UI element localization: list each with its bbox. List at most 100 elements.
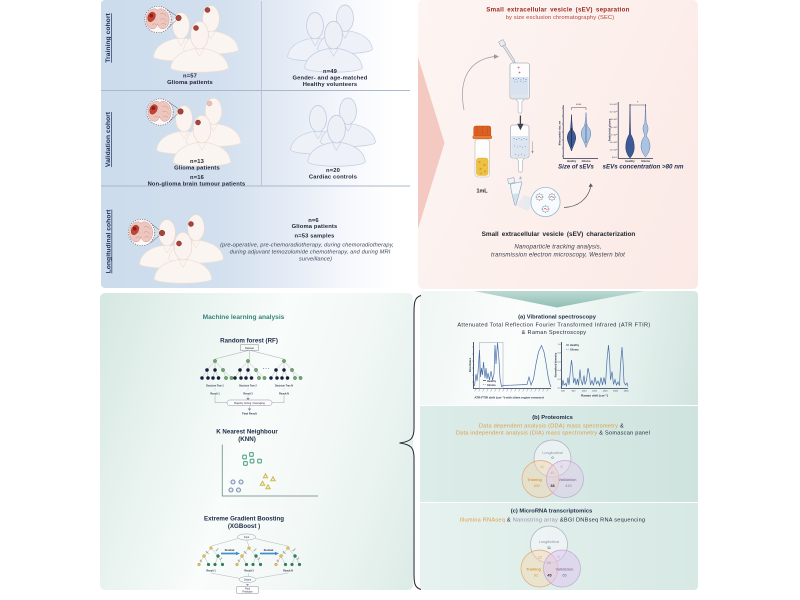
svg-text:1200: 1200 — [592, 391, 598, 393]
svg-text:Non-glioma brain tumour patien: Non-glioma brain tumour patients — [148, 181, 246, 187]
svg-text:(b) Proteomics: (b) Proteomics — [532, 415, 573, 421]
svg-text:xxxx: xxxx — [215, 548, 219, 552]
svg-text:Small extracellular vesicle (s: Small extracellular vesicle (sEV) separa… — [486, 7, 629, 14]
svg-text:Machine learning analysis: Machine learning analysis — [203, 314, 285, 321]
svg-text:Result 1: Result 1 — [210, 393, 220, 396]
svg-text:11: 11 — [547, 546, 551, 550]
svg-text:sEVs concentration >80 nm: sEVs concentration >80 nm — [603, 164, 684, 171]
svg-text:Size of sEVs: Size of sEVs — [558, 165, 594, 171]
svg-text:Training: Training — [527, 478, 542, 482]
svg-text:. . .: . . . — [263, 365, 269, 370]
svg-text:Final Result: Final Result — [242, 412, 257, 416]
svg-text:0: 0 — [551, 456, 553, 460]
svg-text:ATR-FTIR shift (cm⁻¹) with sil: ATR-FTIR shift (cm⁻¹) with silent region… — [474, 396, 544, 400]
svg-text:0.8: 0.8 — [558, 353, 562, 355]
svg-text:Illumina RNAseq & Nanostring a: Illumina RNAseq & Nanostring array &BGI … — [460, 517, 646, 523]
svg-text:n=57: n=57 — [183, 74, 197, 80]
svg-text:Prediction: Prediction — [242, 590, 253, 593]
svg-text:22: 22 — [538, 556, 542, 560]
svg-text:45: 45 — [547, 573, 551, 577]
svg-text:n=13: n=13 — [190, 159, 205, 165]
svg-text:Small extracellular vesicle (s: Small extracellular vesicle (sEV) charac… — [482, 231, 636, 238]
svg-text:xxx: xxx — [220, 557, 223, 560]
svg-text:xxx: xxx — [199, 559, 202, 562]
svg-text:800: 800 — [572, 391, 576, 393]
svg-text:1mL: 1mL — [476, 189, 488, 195]
svg-text:1.6×10¹⁰: 1.6×10¹⁰ — [609, 141, 617, 144]
svg-text:Training: Training — [526, 567, 541, 571]
svg-text:3.0×10¹⁰: 3.0×10¹⁰ — [609, 103, 617, 106]
svg-text:Data independent analysis (DIA: Data independent analysis (DIA) mass spe… — [456, 431, 650, 437]
svg-text:38: 38 — [550, 484, 554, 488]
svg-text:Random forest (RF): Random forest (RF) — [220, 338, 278, 345]
svg-text:11: 11 — [540, 465, 544, 469]
svg-text:Glioma: Glioma — [487, 384, 496, 387]
svg-text:1600: 1600 — [613, 391, 619, 393]
svg-text:n=6: n=6 — [308, 218, 319, 224]
svg-text:1400: 1400 — [603, 391, 609, 393]
svg-text:Dataset: Dataset — [245, 346, 254, 350]
svg-text:0.2: 0.2 — [558, 379, 562, 381]
svg-text:Gender- and age-matched: Gender- and age-matched — [293, 76, 368, 82]
svg-text:0.4: 0.4 — [558, 370, 562, 372]
svg-text:Raman shift (cm⁻¹): Raman shift (cm⁻¹) — [581, 394, 608, 398]
svg-text:xxxx: xxxx — [205, 551, 209, 555]
svg-text:8×10⁹: 8×10⁹ — [612, 156, 618, 159]
svg-text:Validation cohort: Validation cohort — [105, 111, 112, 167]
svg-text:Result 2: Result 2 — [244, 570, 254, 573]
svg-text:Healthy: Healthy — [567, 159, 577, 163]
svg-text:*: * — [637, 101, 639, 105]
svg-text:1800: 1800 — [624, 391, 630, 393]
svg-text:Output: Output — [244, 579, 252, 582]
svg-text:Glioma patients: Glioma patients — [174, 165, 220, 171]
svg-text:(pre-operative, pre-chemoradio: (pre-operative, pre-chemoradiotherapy, d… — [220, 242, 394, 248]
svg-text:2.4×10¹⁰: 2.4×10¹⁰ — [609, 126, 617, 129]
svg-text:0.6: 0.6 — [558, 361, 562, 363]
svg-text:transmission electron microsco: transmission electron microscopy, Wester… — [491, 252, 625, 259]
svg-text:Attenuated Total Reflection Fo: Attenuated Total Reflection Fourier Tran… — [457, 322, 650, 328]
svg-text:n=20: n=20 — [326, 168, 340, 174]
svg-text:Normalized Intensity: Normalized Intensity — [555, 352, 558, 377]
svg-text:Nanoparticle tracking analysis: Nanoparticle tracking analysis, — [514, 244, 601, 251]
svg-text:2×10¹⁰: 2×10¹⁰ — [611, 133, 617, 136]
svg-text:(XGBoost ): (XGBoost ) — [228, 523, 260, 530]
svg-text:Validation: Validation — [556, 567, 575, 571]
svg-text:419: 419 — [565, 484, 571, 488]
svg-text:Glioma: Glioma — [641, 159, 650, 163]
svg-text:(a) Vibrational spectroscopy: (a) Vibrational spectroscopy — [518, 315, 597, 321]
svg-text:surveillance): surveillance) — [299, 256, 332, 262]
svg-text:Mean particle size, nm: Mean particle size, nm — [559, 121, 562, 145]
svg-text:during adjuvant temozolomide c: during adjuvant temozolomide chemotherap… — [230, 249, 391, 255]
svg-text:n=16: n=16 — [190, 175, 205, 181]
svg-text:Decision Tree N: Decision Tree N — [275, 385, 293, 388]
svg-text:Absorbance: Absorbance — [469, 357, 472, 372]
svg-text:20: 20 — [547, 561, 551, 565]
svg-text:Healthy: Healthy — [487, 380, 497, 383]
svg-text:(KNN): (KNN) — [238, 436, 256, 443]
svg-text:Data dependent analysis (DDA): Data dependent analysis (DDA) mass spect… — [479, 423, 624, 429]
svg-text:1.2×10¹⁰: 1.2×10¹⁰ — [609, 149, 617, 152]
svg-text:0.0: 0.0 — [558, 388, 562, 390]
svg-text:Result 1: Result 1 — [206, 570, 216, 573]
svg-text:692: 692 — [534, 484, 540, 488]
svg-text:& Raman Spectroscopy: & Raman Spectroscopy — [522, 330, 587, 336]
svg-text:Training cohort: Training cohort — [105, 13, 112, 63]
svg-text:K Nearest Neighbour: K Nearest Neighbour — [216, 429, 278, 436]
svg-text:n=53 samples: n=53 samples — [295, 234, 335, 240]
svg-text:65: 65 — [562, 573, 566, 577]
svg-text:6: 6 — [557, 555, 559, 559]
svg-text:Healthy: Healthy — [625, 159, 635, 163]
svg-text:n=49: n=49 — [323, 69, 338, 75]
svg-text:Result N: Result N — [279, 393, 289, 396]
svg-text:Longitudinal: Longitudinal — [542, 451, 563, 455]
svg-text:Validation: Validation — [559, 478, 578, 482]
svg-text:Input: Input — [244, 536, 250, 539]
svg-text:600: 600 — [561, 391, 565, 393]
svg-text:(c) MicroRNA transcriptomics: (c) MicroRNA transcriptomics — [511, 509, 593, 515]
svg-text:Longitudinal cohort: Longitudinal cohort — [106, 209, 113, 274]
svg-text:Extreme Gradient Boosting: Extreme Gradient Boosting — [204, 516, 284, 523]
svg-text:2.8×10¹⁰: 2.8×10¹⁰ — [609, 118, 617, 121]
svg-text:6: 6 — [560, 465, 562, 469]
svg-text:****: **** — [576, 103, 582, 107]
svg-text:Decision Tree 1: Decision Tree 1 — [206, 385, 224, 388]
